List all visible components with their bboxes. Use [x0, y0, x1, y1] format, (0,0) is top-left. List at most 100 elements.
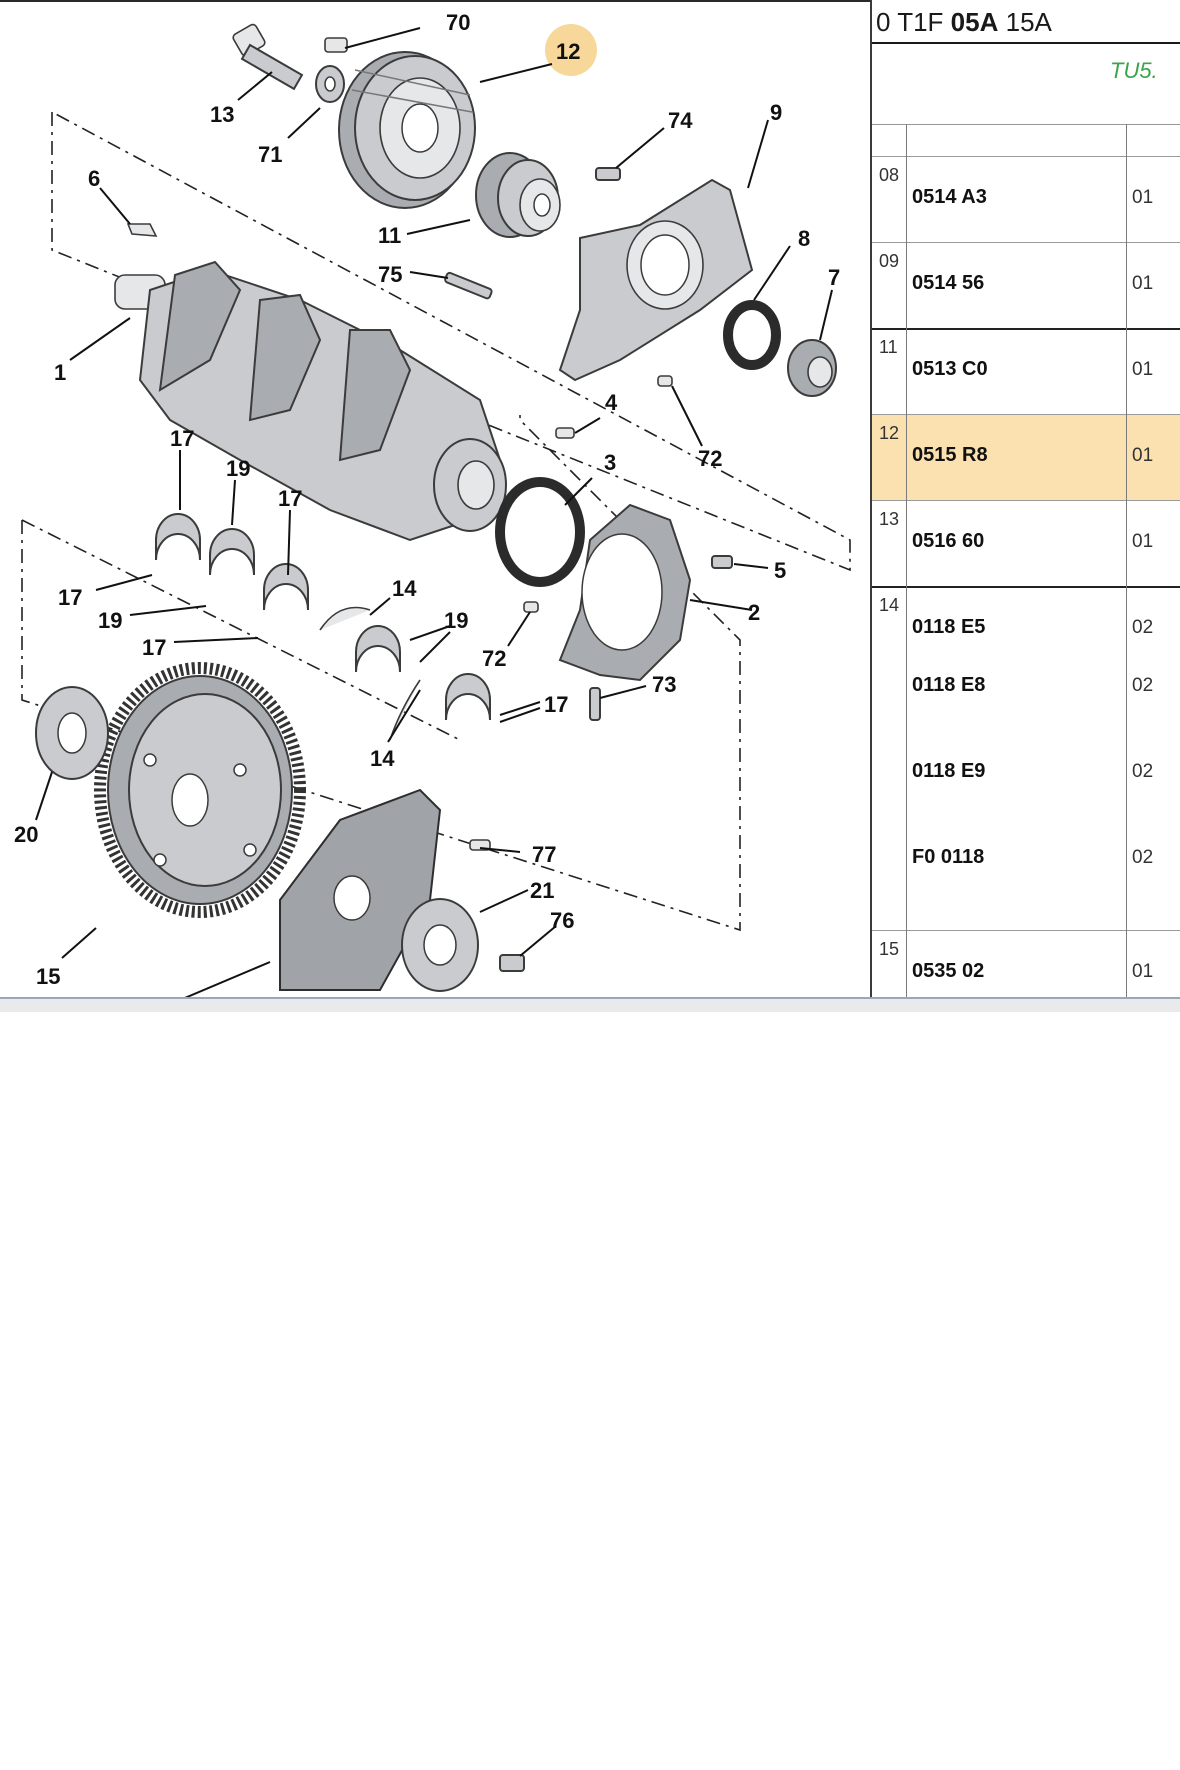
part-number[interactable]: 0516 60: [912, 530, 985, 552]
reinforcement-21: [401, 898, 479, 992]
ref-suffix: 15A: [1005, 7, 1052, 37]
callout-20[interactable]: 20: [14, 822, 38, 847]
row-index: 08: [879, 165, 900, 185]
stud-73: [589, 687, 601, 721]
part-quantity: 02: [1132, 617, 1154, 638]
callout-9[interactable]: 9: [770, 100, 782, 125]
callout-12[interactable]: 12: [556, 39, 580, 64]
top-border: [0, 0, 870, 2]
callout-7[interactable]: 7: [828, 265, 840, 290]
part-number[interactable]: 0515 R8: [912, 444, 988, 466]
part-quantity: 01: [1132, 961, 1154, 982]
callout-17-b[interactable]: 17: [278, 486, 302, 511]
bolt-76: [499, 954, 525, 972]
callout-2[interactable]: 2: [748, 600, 760, 625]
column-divider-index: [906, 124, 907, 1000]
callout-14-b[interactable]: 14: [370, 746, 395, 771]
row-index: 12: [879, 423, 900, 443]
oil-seal-8: [723, 300, 781, 370]
header-rule: [872, 42, 1180, 44]
flywheel-15: [94, 662, 306, 918]
row-index: 13: [879, 509, 900, 529]
bearing-shells: [155, 513, 491, 741]
callout-12-highlight: [545, 24, 597, 76]
callout-8[interactable]: 8: [798, 226, 810, 251]
callout-3[interactable]: 3: [604, 450, 616, 475]
callout-19-c[interactable]: 19: [444, 608, 468, 633]
callout-19-a[interactable]: 19: [226, 456, 250, 481]
seal-housing-2: [558, 503, 692, 682]
callout-17-e[interactable]: 17: [544, 692, 568, 717]
part-number[interactable]: 0118 E9: [912, 760, 986, 782]
horizontal-scrollbar[interactable]: [0, 997, 1180, 1012]
panel-divider: [870, 0, 872, 1000]
part-quantity: 02: [1132, 761, 1154, 782]
timing-sprocket-11: [475, 152, 561, 238]
callout-74[interactable]: 74: [668, 108, 693, 133]
callout-17-c[interactable]: 17: [58, 585, 82, 610]
callout-71[interactable]: 71: [258, 142, 282, 167]
part-number[interactable]: F0 0118: [912, 846, 985, 868]
table-row[interactable]: 15 0535 02 01: [872, 930, 1180, 1000]
row-separator: [872, 156, 1180, 157]
row-index: 15: [879, 939, 900, 959]
row-separator: [872, 500, 1180, 501]
callout-17-a[interactable]: 17: [170, 426, 194, 451]
row-separator: [872, 242, 1180, 243]
callout-11[interactable]: 11: [378, 223, 401, 248]
callout-13[interactable]: 13: [210, 102, 234, 127]
callout-72-lower[interactable]: 72: [482, 646, 506, 671]
part-quantity: 02: [1132, 675, 1154, 696]
callout-17-d[interactable]: 17: [142, 635, 166, 660]
callout-19-b[interactable]: 19: [98, 608, 122, 633]
dowel-4: [555, 427, 575, 439]
column-header-rule: [872, 124, 1180, 125]
callout-15[interactable]: 15: [36, 964, 60, 989]
row-separator: [872, 328, 1180, 330]
dowel-72-lower: [523, 601, 539, 613]
parts-catalog-screen: 70 12 13 71 74 9 6 11 75 8 7 1 4 72 3 17…: [0, 0, 1180, 1012]
part-quantity: 01: [1132, 187, 1154, 208]
row-separator: [872, 414, 1180, 415]
ref-prefix: 0 T1F: [876, 7, 944, 37]
engine-label: TU5.: [1110, 58, 1158, 83]
assembly-frame-lower: [21, 415, 741, 932]
callout-1[interactable]: 1: [54, 360, 66, 385]
callout-72-upper[interactable]: 72: [698, 446, 722, 471]
callout-6[interactable]: 6: [88, 166, 100, 191]
part-number[interactable]: 0513 C0: [912, 358, 988, 380]
assembly-frame-line: [21, 519, 461, 741]
callout-76[interactable]: 76: [550, 908, 574, 933]
rear-seal-3: [495, 477, 585, 587]
callout-77[interactable]: 77: [532, 842, 556, 867]
callout-5[interactable]: 5: [774, 558, 786, 583]
part-number[interactable]: 0514 56: [912, 272, 985, 294]
callout-4[interactable]: 4: [605, 390, 618, 415]
bolt-74: [595, 167, 621, 181]
exploded-diagram-panel: 70 12 13 71 74 9 6 11 75 8 7 1 4 72 3 17…: [0, 0, 870, 1000]
part-number[interactable]: 0514 A3: [912, 186, 987, 208]
table-row[interactable]: 08 0514 A3 01: [872, 156, 1180, 242]
crankshaft-1: [114, 260, 507, 542]
callout-75[interactable]: 75: [378, 262, 402, 287]
column-divider-qty: [1126, 124, 1127, 1000]
part-number[interactable]: 0118 E5: [912, 616, 986, 638]
part-number[interactable]: 0535 02: [912, 960, 985, 982]
reference-header: 0 T1F 05A 15A: [876, 2, 1052, 42]
callout-21[interactable]: 21: [530, 878, 554, 903]
part-number[interactable]: 0118 E8: [912, 674, 986, 696]
row-separator: [872, 930, 1180, 931]
callout-70[interactable]: 70: [446, 10, 470, 35]
callout-14-a[interactable]: 14: [392, 576, 417, 601]
sprocket-7: [787, 339, 837, 397]
part-quantity: 02: [1132, 847, 1154, 868]
plate-20: [35, 686, 109, 780]
leader-lines: [35, 27, 833, 1000]
callout-73[interactable]: 73: [652, 672, 676, 697]
